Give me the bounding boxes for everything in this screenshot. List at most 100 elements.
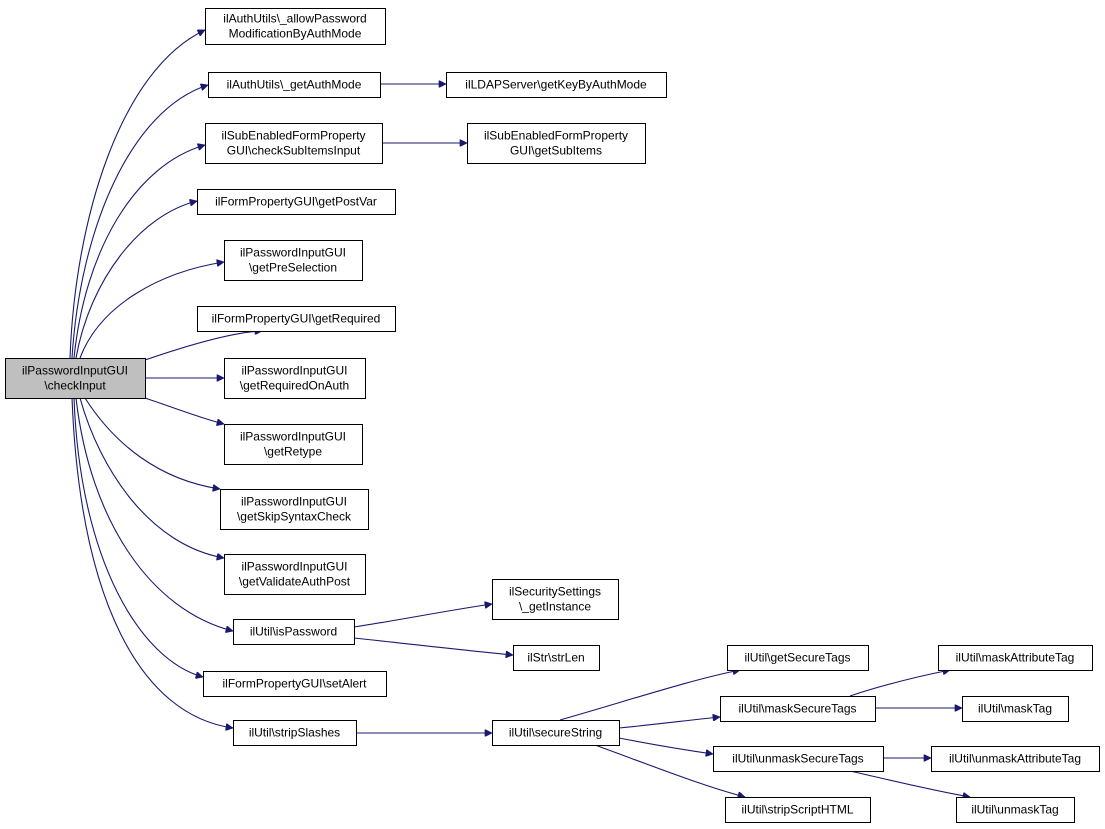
edge-n18-n19 — [559, 670, 740, 721]
node-label: ilPasswordInputGUI — [240, 430, 346, 444]
edge-root-n7 — [79, 262, 224, 359]
node-box — [203, 671, 387, 697]
edges-layer — [69, 30, 970, 797]
edge-n13-n14 — [353, 604, 492, 628]
node-label: ilSubEnabledFormProperty — [221, 129, 365, 143]
function-node[interactable]: ilUtil\stripScriptHTML — [725, 797, 871, 823]
node-label: ilUtil\unmaskAttributeTag — [949, 752, 1081, 766]
root-node[interactable]: ilPasswordInputGUI\checkInput — [5, 358, 146, 399]
node-box — [197, 306, 396, 332]
function-node[interactable]: ilLDAPServer\getKeyByAuthMode — [446, 72, 667, 98]
function-node[interactable]: ilFormPropertyGUI\getRequired — [197, 306, 396, 332]
nodes-layer: ilPasswordInputGUI\checkInputilAuthUtils… — [5, 8, 1100, 823]
node-box — [224, 424, 363, 465]
function-node[interactable]: ilPasswordInputGUI\getSkipSyntaxCheck — [220, 489, 369, 530]
function-node[interactable]: ilFormPropertyGUI\getPostVar — [197, 189, 396, 215]
function-node[interactable]: ilSubEnabledFormPropertyGUI\checkSubItem… — [205, 123, 383, 164]
node-box — [513, 645, 600, 671]
function-node[interactable]: ilSecuritySettings\_getInstance — [492, 579, 619, 620]
edge-root-n11 — [84, 397, 220, 489]
node-box — [931, 746, 1100, 772]
node-box — [220, 489, 369, 530]
node-label: ilPasswordInputGUI — [240, 246, 346, 260]
node-box — [205, 123, 383, 164]
edge-n13-n15 — [353, 637, 513, 655]
edge-root-n8 — [144, 331, 262, 361]
function-node[interactable]: ilUtil\maskSecureTags — [720, 696, 876, 722]
function-node[interactable]: ilUtil\isPassword — [233, 619, 355, 645]
node-box — [727, 645, 869, 671]
node-label: \getValidateAuthPost — [239, 575, 351, 589]
node-label: ilAuthUtils\_allowPassword — [223, 12, 366, 26]
node-box — [5, 358, 146, 399]
edge-n23-n25 — [849, 770, 970, 797]
function-node[interactable]: ilPasswordInputGUI\getValidateAuthPost — [224, 554, 366, 595]
node-label: ilLDAPServer\getKeyByAuthMode — [465, 78, 647, 92]
edge-root-n13 — [75, 397, 233, 631]
node-box — [725, 797, 871, 823]
node-box — [197, 189, 396, 215]
node-label: ilPasswordInputGUI — [241, 560, 347, 574]
edge-root-n6 — [75, 201, 197, 359]
node-label: ilPasswordInputGUI — [241, 364, 347, 378]
node-label: GUI\checkSubItemsInput — [227, 144, 361, 158]
node-box — [956, 797, 1075, 823]
function-node[interactable]: ilAuthUtils\_getAuthMode — [208, 72, 381, 98]
node-box — [233, 619, 355, 645]
node-label: ilUtil\getSecureTags — [744, 651, 850, 665]
node-label: ilUtil\stripSlashes — [249, 726, 340, 740]
node-box — [446, 72, 667, 98]
edge-root-n17 — [71, 397, 233, 728]
function-node[interactable]: ilUtil\stripSlashes — [233, 720, 357, 746]
edge-root-n16 — [73, 397, 203, 677]
function-node[interactable]: ilPasswordInputGUI\getRetype — [224, 424, 363, 465]
node-box — [224, 554, 366, 595]
node-label: ilUtil\unmaskSecureTags — [732, 752, 863, 766]
node-box — [467, 123, 646, 164]
edge-n18-n26 — [594, 744, 745, 797]
function-node[interactable]: ilStr\strLen — [513, 645, 600, 671]
node-box — [205, 8, 386, 45]
function-node[interactable]: ilUtil\getSecureTags — [727, 645, 869, 671]
node-label: ilStr\strLen — [527, 651, 584, 665]
edge-n18-n23 — [618, 737, 713, 754]
node-box — [208, 72, 381, 98]
node-label: ilSubEnabledFormProperty — [484, 129, 628, 143]
node-label: ilUtil\maskAttributeTag — [956, 651, 1075, 665]
node-label: \getSkipSyntaxCheck — [237, 510, 352, 524]
node-label: ilUtil\unmaskTag — [971, 803, 1058, 817]
node-box — [224, 240, 363, 281]
function-node[interactable]: ilUtil\unmaskTag — [956, 797, 1075, 823]
node-box — [492, 720, 620, 746]
function-node[interactable]: ilFormPropertyGUI\setAlert — [203, 671, 387, 697]
node-label: ilUtil\stripScriptHTML — [741, 803, 853, 817]
node-label: \getRequiredOnAuth — [240, 379, 349, 393]
node-label: ilFormPropertyGUI\setAlert — [222, 677, 367, 691]
function-node[interactable]: ilAuthUtils\_allowPasswordModificationBy… — [205, 8, 386, 45]
edge-root-n10 — [144, 397, 224, 424]
function-node[interactable]: ilPasswordInputGUI\getPreSelection — [224, 240, 363, 281]
edge-n18-n20 — [618, 717, 720, 729]
node-label: \getRetype — [264, 445, 322, 459]
node-label: \checkInput — [44, 379, 106, 393]
node-label: ilUtil\secureString — [509, 726, 602, 740]
node-box — [938, 645, 1093, 671]
edge-root-n2 — [71, 85, 208, 359]
function-node[interactable]: ilUtil\unmaskAttributeTag — [931, 746, 1100, 772]
node-label: \_getInstance — [519, 600, 591, 614]
node-box — [720, 696, 876, 722]
function-node[interactable]: ilUtil\secureString — [492, 720, 620, 746]
node-label: ilFormPropertyGUI\getPostVar — [215, 195, 377, 209]
node-box — [224, 358, 366, 399]
edge-root-n12 — [79, 397, 224, 558]
node-label: \getPreSelection — [249, 261, 337, 275]
function-node[interactable]: ilUtil\maskAttributeTag — [938, 645, 1093, 671]
function-node[interactable]: ilPasswordInputGUI\getRequiredOnAuth — [224, 358, 366, 399]
node-label: GUI\getSubItems — [510, 144, 602, 158]
function-node[interactable]: ilUtil\maskTag — [962, 696, 1069, 722]
function-node[interactable]: ilUtil\unmaskSecureTags — [713, 746, 884, 772]
edge-root-n1 — [69, 30, 205, 359]
node-label: ilPasswordInputGUI — [22, 364, 128, 378]
